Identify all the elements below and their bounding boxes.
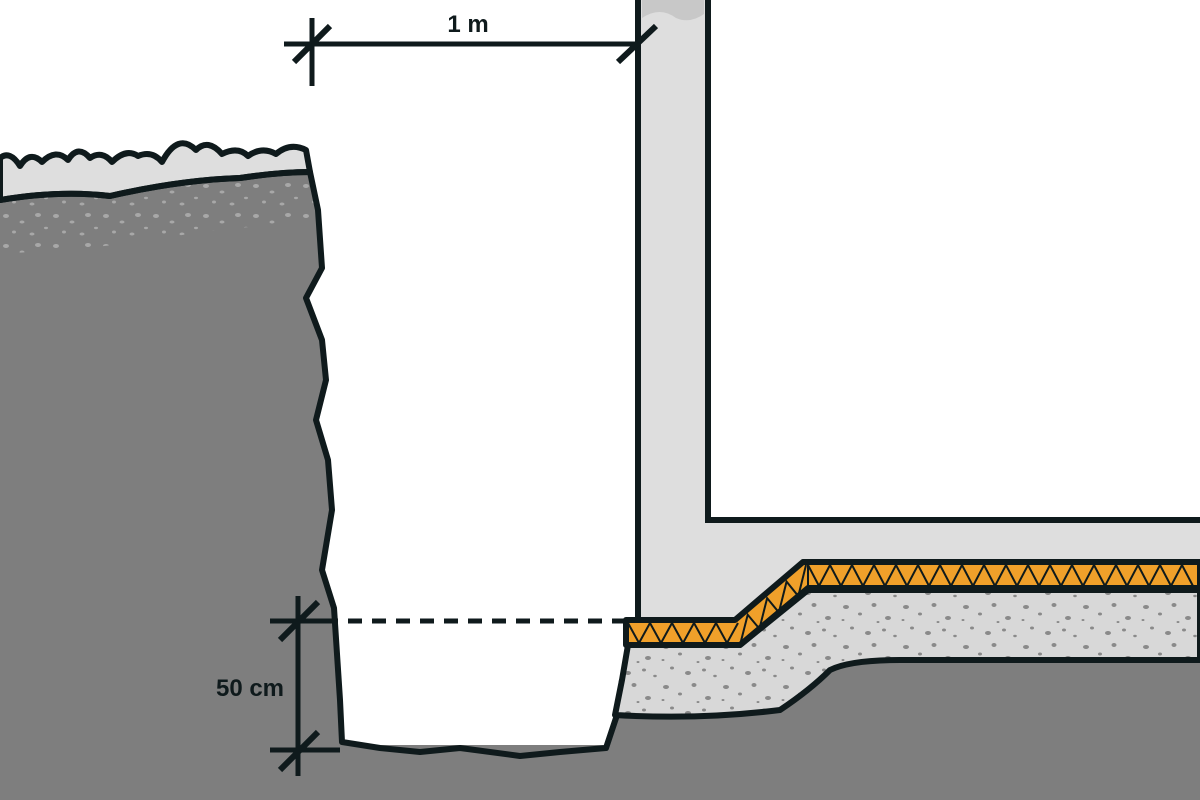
slash-tick-icon — [277, 729, 321, 773]
width-dimension: 1 m — [284, 11, 659, 86]
insulation-zigzag-hatch — [627, 562, 1194, 646]
ground-soil-left — [0, 172, 622, 800]
slash-tick-icon — [277, 599, 321, 643]
insulation-zigzag-lower — [627, 620, 739, 646]
concrete-foundation-wall — [638, 0, 1200, 618]
excavation-cut-face-outline — [0, 169, 625, 759]
topsoil-layer — [0, 172, 316, 254]
concrete-wall-outline — [635, 0, 1200, 618]
insulation-zigzag-slope — [739, 564, 807, 646]
width-dimension-label: 1 m — [447, 11, 488, 38]
insulation-zigzag-upper — [807, 562, 1194, 589]
gravel-bed — [612, 587, 1200, 720]
wall-top-highlight — [642, 0, 704, 21]
slash-tick-icon — [615, 23, 659, 65]
slash-tick-icon — [291, 23, 333, 65]
insulation-layer — [623, 559, 1200, 648]
depth-dimension: 50 cm — [216, 596, 340, 776]
depth-dimension-label: 50 cm — [216, 675, 284, 702]
